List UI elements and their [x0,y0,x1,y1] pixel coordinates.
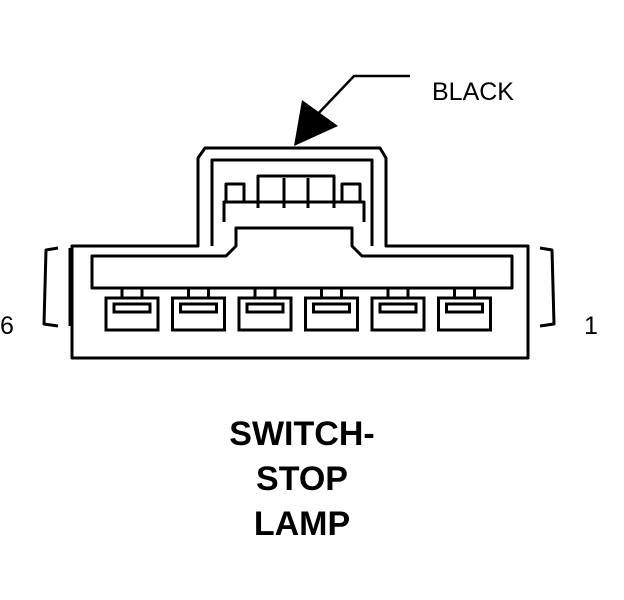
cavity-strip [90,226,514,290]
terminal-cavity [304,288,359,332]
terminal-cavity-outer [171,296,226,332]
callout-label: BLACK [432,78,514,106]
callout-leader-line [313,74,410,119]
title-line-1: SWITCH- [229,415,374,453]
right-latch [539,246,556,328]
tower-inner-wall [210,158,374,246]
terminal-cavity-window [179,302,218,314]
connector-body [70,146,530,360]
tower-lock-frame [222,200,366,222]
terminal-cavity-outer [304,296,359,332]
title-line-2: STOP [256,460,348,498]
callout-arrowhead [294,100,338,146]
terminal-cavity [437,288,492,332]
tower-slot-right [340,182,362,204]
terminal-cavity-window [445,302,484,314]
terminal-cavity-window [378,302,418,314]
left-latch [42,246,59,328]
terminal-cavity-outer [370,296,426,332]
black-callout-arrow [294,74,410,146]
tower-slot-left [224,182,246,204]
terminal-cavity-window [245,302,285,314]
terminal-cavity [237,288,293,332]
terminal-cavity-window [112,302,152,314]
pin-label-right: 1 [584,312,598,340]
terminal-cavity-window [312,302,351,314]
terminal-row [104,288,492,332]
terminal-cavity [104,288,160,332]
title-line-3: LAMP [254,505,350,543]
terminal-cavity-outer [104,296,160,332]
terminal-cavity [171,288,226,332]
terminal-cavity-outer [437,296,492,332]
terminal-cavity [370,288,426,332]
terminal-cavity-outer [237,296,293,332]
lock-tab [256,174,336,208]
connector-outline [42,146,556,360]
pin-label-left: 6 [0,312,14,340]
